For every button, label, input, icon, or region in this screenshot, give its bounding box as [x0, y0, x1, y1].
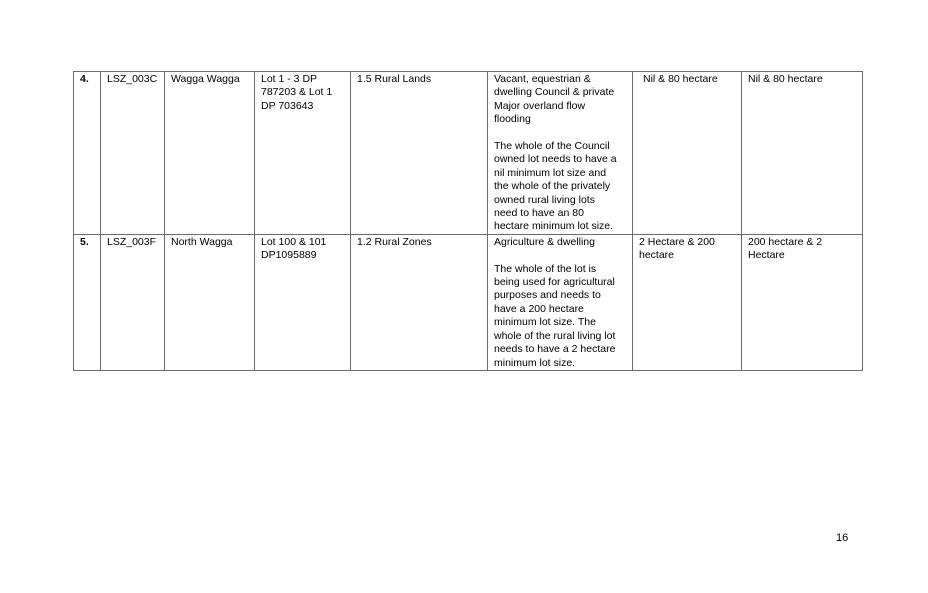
lot-size-table: 4. LSZ_003C Wagga Wagga Lot 1 - 3 DP 787…	[73, 71, 863, 371]
row-current-size: 2 Hectare & 200 hectare	[632, 233, 742, 371]
row-description: Vacant, equestrian & dwelling Council & …	[487, 71, 633, 235]
table-row: 5. LSZ_003F North Wagga Lot 100 & 101 DP…	[73, 233, 863, 371]
row-lot: Lot 100 & 101 DP1095889	[254, 233, 351, 371]
row-id: LSZ_003C	[100, 71, 165, 235]
row-proposed-size: Nil & 80 hectare	[741, 71, 863, 235]
row-lot: Lot 1 - 3 DP 787203 & Lot 1 DP 703643	[254, 71, 351, 235]
row-number: 4.	[73, 71, 101, 235]
row-current-size: Nil & 80 hectare	[632, 71, 742, 235]
row-location: Wagga Wagga	[164, 71, 255, 235]
row-location: North Wagga	[164, 233, 255, 371]
row-description: Agriculture & dwelling The whole of the …	[487, 233, 633, 371]
page-number: 16	[836, 532, 849, 544]
row-zone: 1.5 Rural Lands	[350, 71, 488, 235]
row-id: LSZ_003F	[100, 233, 165, 371]
table-row: 4. LSZ_003C Wagga Wagga Lot 1 - 3 DP 787…	[73, 71, 863, 235]
row-proposed-size: 200 hectare & 2 Hectare	[741, 233, 863, 371]
row-zone: 1.2 Rural Zones	[350, 233, 488, 371]
row-number: 5.	[73, 233, 101, 371]
